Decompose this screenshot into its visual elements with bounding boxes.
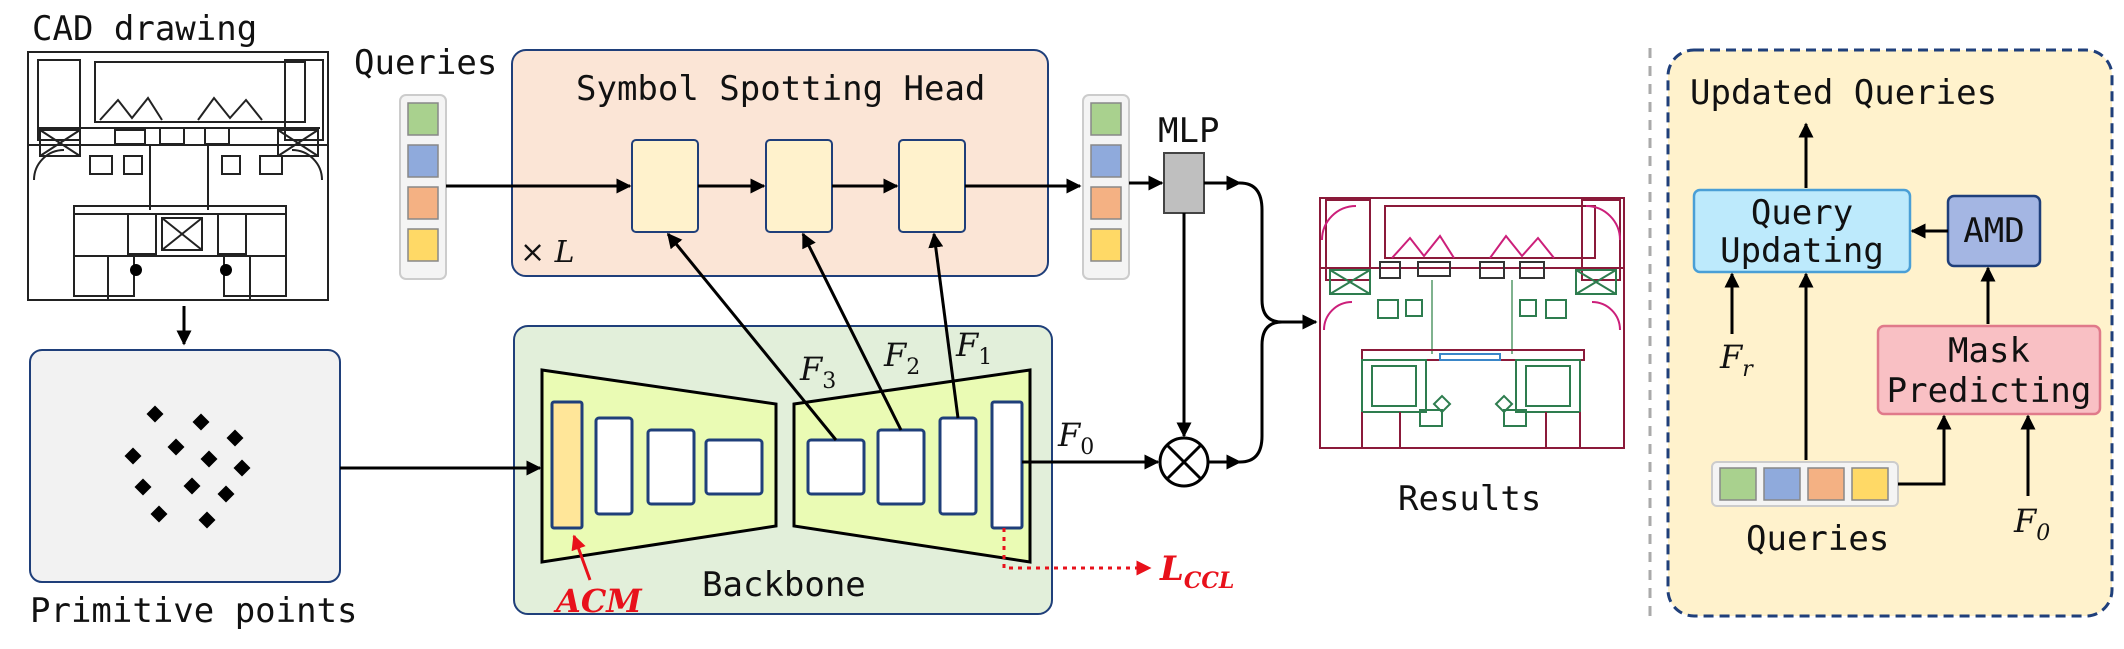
queries-input-label: Queries: [354, 43, 497, 83]
right-query-token-yellow: [1851, 467, 1889, 501]
decoder-layer-2: [765, 139, 833, 233]
f0-label: F0: [1057, 416, 1094, 460]
output-query-token-yellow: [1090, 228, 1122, 262]
encoder-layer-2: [646, 428, 696, 506]
decoder-layer-c: [938, 416, 978, 516]
output-query-token-blue: [1090, 144, 1122, 178]
f3-arrow: [666, 232, 838, 441]
primitive-points-box: [29, 349, 341, 583]
decoder-layer-d: [990, 400, 1024, 530]
decoder-layer-1: [631, 139, 699, 233]
merge-bottom-path: [1239, 320, 1283, 464]
mlp-block: [1163, 152, 1205, 214]
query-updating-label-line2: Updating: [1720, 231, 1884, 271]
f2-arrow: [801, 232, 903, 431]
f1-label: F1: [955, 326, 992, 370]
results-image: [1319, 197, 1625, 449]
right-query-token-blue: [1763, 467, 1801, 501]
mask-predicting-label-line2: Predicting: [1887, 371, 2092, 411]
ccl-loss-arrow: [1002, 528, 1152, 576]
cad-drawing-label: CAD drawing: [32, 9, 257, 49]
query-updating-block: [1692, 188, 1912, 274]
queries-to-mask-arrow: [1898, 414, 1952, 486]
f1-arrow: [928, 232, 960, 419]
f2-label: F2: [883, 336, 920, 380]
query-token-orange: [407, 186, 439, 220]
backbone-label: Backbone: [702, 565, 866, 605]
merge-top-path: [1239, 181, 1318, 330]
amd-label: AMD: [1963, 211, 2024, 251]
fr-label: Fr: [1719, 338, 1754, 382]
decoder-layer-3: [898, 139, 966, 233]
mlp-label: MLP: [1158, 111, 1219, 151]
symbol-spotting-head-title: Symbol Spotting Head: [576, 69, 985, 109]
query-token-green: [407, 102, 439, 136]
query-token-yellow: [407, 228, 439, 262]
acm-layer: [550, 400, 584, 530]
f0-right-label: F0: [2013, 502, 2050, 546]
query-updating-label-line1: Query: [1751, 193, 1853, 233]
right-query-token-orange: [1807, 467, 1845, 501]
mask-predicting-block: [1876, 324, 2102, 416]
encoder-layer-3: [704, 438, 764, 496]
cad-drawing-image: [27, 51, 329, 301]
mask-predicting-label-line1: Mask: [1948, 331, 2030, 371]
decoder-layer-b: [876, 428, 926, 506]
right-query-token-green: [1719, 467, 1757, 501]
query-token-blue: [407, 144, 439, 178]
queries-right-label: Queries: [1746, 519, 1889, 559]
ccl-loss-label: LCCL: [1159, 549, 1234, 594]
results-label: Results: [1398, 479, 1541, 519]
f3-label: F3: [799, 350, 836, 394]
acm-label: ACM: [553, 582, 643, 620]
repeat-count-label: × L: [520, 235, 575, 270]
output-query-token-green: [1090, 102, 1122, 136]
output-query-token-orange: [1090, 186, 1122, 220]
updated-queries-label: Updated Queries: [1690, 73, 1997, 113]
decoder-layer-a: [806, 438, 866, 496]
encoder-layer-1: [594, 416, 634, 516]
acm-pointer-arrow: [571, 534, 592, 581]
primitive-points-label: Primitive points: [30, 591, 358, 631]
